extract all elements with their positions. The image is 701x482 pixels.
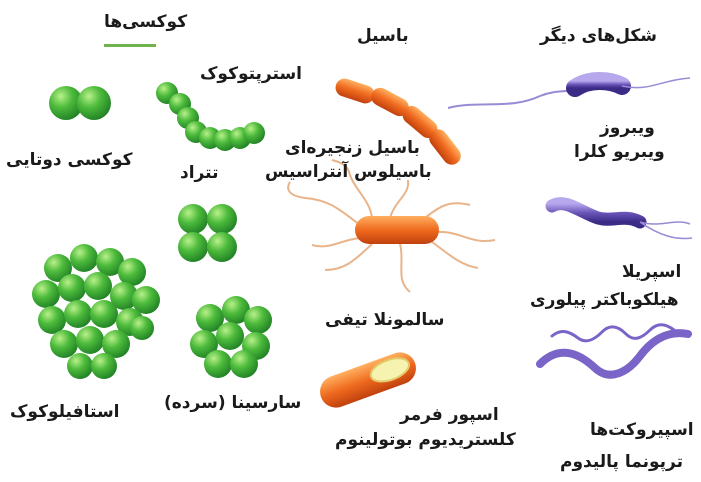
staphylococcus-shape — [32, 244, 160, 379]
label-vibrio-cholerae: ویبریو کلرا — [574, 142, 665, 162]
label-spirochetes: اسپیروکت‌ها — [590, 420, 694, 440]
label-sarcina: سارسینا (سرده) — [164, 393, 301, 413]
header-bacillus: باسیل — [357, 26, 409, 46]
label-diplococcus: کوکسی دوتایی — [6, 150, 133, 170]
label-salmonella: سالمونلا تیفی — [325, 310, 445, 330]
cocci-header-underline — [104, 44, 156, 47]
label-treponema: ترپونما پالیدوم — [560, 452, 683, 472]
streptococcus-shape — [156, 82, 265, 151]
spirillum-shape — [552, 204, 692, 239]
spore-former-shape — [316, 348, 421, 412]
tetrad-shape — [178, 204, 237, 262]
spirochetes-shape — [540, 325, 688, 375]
label-helicobacter: هیلکوباکتر پیلوری — [530, 290, 679, 310]
diplococcus-shape — [49, 86, 111, 120]
label-streptococcus: استرپتوکوک — [200, 64, 302, 84]
label-clostridium: کلستریدیوم بوتولینوم — [335, 430, 516, 450]
sarcina-shape — [190, 296, 272, 378]
label-staphylococcus: استافیلوکوک — [10, 402, 120, 422]
label-chain-bacillus: باسیل زنجیره‌ای — [285, 138, 420, 158]
label-spirilla: اسپریلا — [622, 262, 681, 282]
label-bacillus-anthracis: باسیلوس آنتراسیس — [265, 162, 432, 182]
header-other-shapes: شکل‌های دیگر — [540, 26, 657, 46]
label-spore-former: اسپور فرمر — [400, 405, 499, 425]
label-vibrio: ویبروز — [600, 118, 655, 138]
vibrio-shape — [448, 78, 690, 108]
label-tetrad: تتراد — [180, 163, 218, 183]
header-cocci: کوکسی‌ها — [104, 12, 187, 32]
